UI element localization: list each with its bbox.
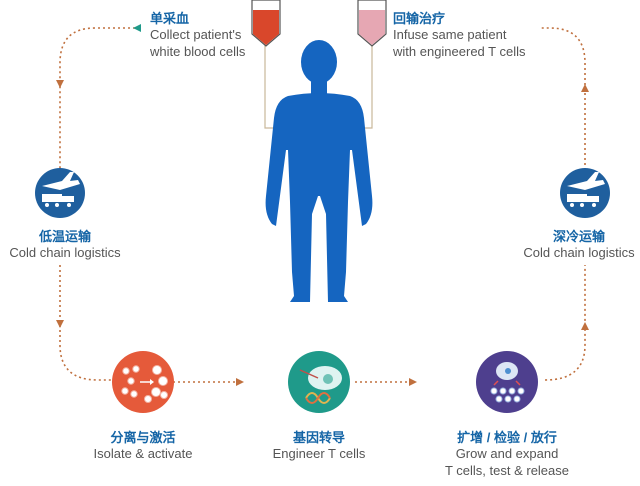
arrowhead-right-up-2 (581, 84, 589, 92)
expand-label: 扩增 / 检验 / 放行 Grow and expand T cells, te… (427, 430, 587, 479)
arrowhead-right-up-1 (581, 322, 589, 330)
isolate-title-zh: 分离与激活 (110, 430, 176, 445)
infuse-desc-line2: with engineered T cells (393, 43, 526, 59)
dna-virus-icon (288, 351, 350, 413)
arrowhead-bottom-1 (236, 378, 244, 386)
transport-right-label: 深冷运输 Cold chain logistics (518, 229, 640, 262)
engineer-title-zh: 基因转导 (292, 430, 345, 445)
collect-title-zh: 单采血 (150, 11, 190, 26)
expand-desc-line1: Grow and expand (455, 446, 559, 462)
transport-left-title-zh: 低温运输 (38, 229, 91, 244)
collect-label: 单采血 Collect patient's white blood cells (150, 11, 245, 60)
collect-desc-line1: Collect patient's (150, 27, 242, 43)
transport-right-desc: Cold chain logistics (523, 245, 635, 261)
transport-icon (560, 168, 610, 218)
infusion-bag-icon (357, 0, 387, 47)
isolate-label: 分离与激活 Isolate & activate (73, 430, 213, 463)
expand-title-zh: 扩增 / 检验 / 放行 (457, 430, 557, 445)
transport-right-title-zh: 深冷运输 (552, 229, 605, 244)
engineer-label: 基因转导 Engineer T cells (249, 430, 389, 463)
infuse-title-zh: 回输治疗 (393, 11, 446, 26)
transport-icon (35, 168, 85, 218)
arrowhead-left-down-1 (56, 80, 64, 88)
arrowhead-left-down-2 (56, 320, 64, 328)
infuse-desc-line1: Infuse same patient (393, 27, 507, 43)
collect-desc-line2: white blood cells (150, 43, 246, 59)
flow-arrowheads (56, 24, 589, 386)
flow-path (59, 27, 586, 383)
arrowhead-bottom-2 (409, 378, 417, 386)
cells-icon (112, 351, 174, 413)
cell-expansion-icon (476, 351, 538, 413)
transport-left-label: 低温运输 Cold chain logistics (0, 229, 130, 262)
blood-bag-icon (251, 0, 281, 47)
arrowhead-collect (133, 24, 141, 32)
isolate-desc: Isolate & activate (93, 446, 193, 462)
expand-desc-line2: T cells, test & release (444, 462, 570, 478)
engineer-desc: Engineer T cells (272, 446, 366, 462)
transport-left-desc: Cold chain logistics (9, 245, 121, 261)
infuse-label: 回输治疗 Infuse same patient with engineered… (393, 11, 526, 60)
human-body-icon (265, 40, 373, 302)
